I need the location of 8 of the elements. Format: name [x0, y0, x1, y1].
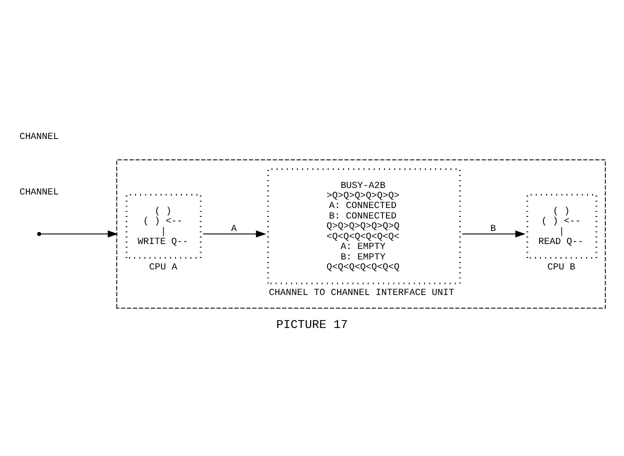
label: CHANNEL: [19, 131, 59, 142]
edge-label: B: [490, 223, 496, 234]
node-label: CPU A: [149, 262, 178, 273]
edge-label: A: [231, 223, 237, 234]
caption: PICTURE 17: [276, 318, 348, 332]
node-label: CPU B: [547, 262, 576, 273]
label: CHANNEL: [19, 186, 59, 198]
node-label: CHANNEL TO CHANNEL INTERFACE UNIT: [268, 287, 454, 298]
